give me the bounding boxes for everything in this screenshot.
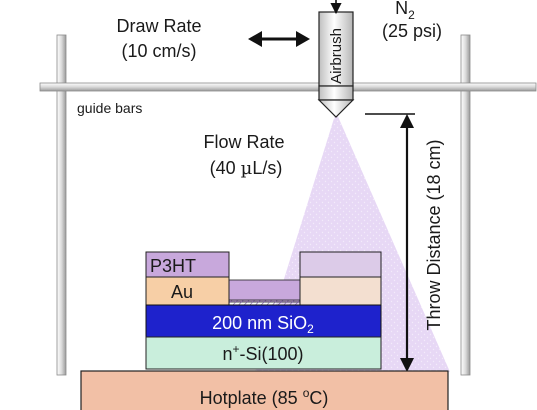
flow-rate-label: Flow Rate: [203, 132, 284, 152]
substrate-label-rest: -Si(100): [240, 344, 304, 364]
hotplate-label-text: Hotplate (85: [200, 388, 303, 408]
substrate-layer: [145, 336, 382, 370]
substrate-label-sup: +: [232, 342, 239, 356]
guide-bar: [39, 82, 537, 92]
p3ht-layer-left: [145, 251, 230, 278]
gas-pressure-label: (25 psi): [382, 21, 442, 41]
oxide-label-text: 200 nm SiO: [212, 313, 307, 333]
oxide-layer: [145, 304, 382, 338]
hotplate-label-unit: C): [309, 388, 328, 408]
au-contact-right: [299, 276, 382, 306]
p3ht-layer-right: [299, 251, 382, 278]
hotplate: [80, 370, 449, 410]
airbrush-body: [318, 11, 354, 87]
draw-rate-label: Draw Rate: [116, 16, 201, 36]
left-support-rod: [56, 34, 67, 376]
hotplate-label-degree: o: [303, 386, 310, 400]
oxide-label-subscript: 2: [307, 322, 314, 336]
airbrush-nozzle: [317, 99, 355, 118]
guide-bars-label: guide bars: [77, 100, 142, 116]
flow-rate-mu: µ: [241, 158, 253, 179]
draw-rate-arrow: [248, 31, 310, 47]
flow-rate-value: (40 µL/s): [210, 158, 283, 179]
throw-distance-label: Throw Distance (18 cm): [424, 139, 444, 330]
oxide-label: 200 nm SiO2: [212, 313, 314, 336]
airbrush-label: Airbrush: [328, 28, 345, 84]
hotplate-label: Hotplate (85 oC): [200, 386, 329, 408]
airbrush: Airbrush: [317, 0, 355, 118]
au-label: Au: [171, 282, 193, 302]
device-stack: [145, 251, 382, 370]
flow-rate-value-prefix: (40: [210, 158, 241, 178]
right-support-rod: [460, 34, 471, 376]
airbrush-collar: [318, 85, 354, 101]
p3ht-label: P3HT: [150, 256, 196, 276]
au-contact-left: [145, 276, 230, 306]
gas-symbol: N: [395, 0, 408, 18]
flow-rate-value-suffix: L/s): [252, 158, 282, 178]
channel-thin-film: [228, 299, 301, 306]
substrate-label: n+-Si(100): [222, 342, 303, 364]
gas-subscript: 2: [408, 8, 415, 22]
gas-label: N2: [395, 0, 415, 22]
substrate-label-n: n: [222, 344, 232, 364]
p3ht-channel-fill: [228, 279, 301, 303]
draw-rate-value: (10 cm/s): [121, 41, 196, 61]
